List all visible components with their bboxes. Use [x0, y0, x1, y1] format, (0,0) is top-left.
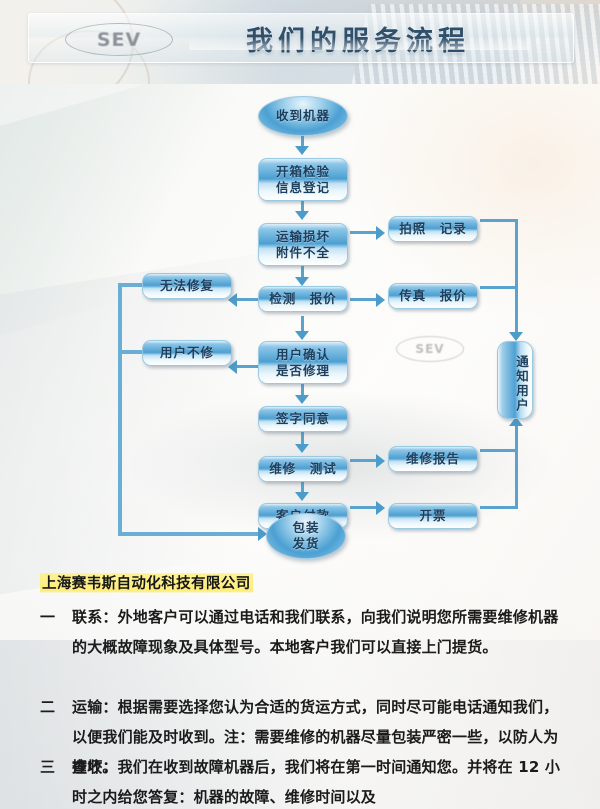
flow-node-unrepairable[interactable]: 无法修复 [142, 273, 232, 299]
flow-node-damage[interactable]: 运输损坏 附件不全 [258, 223, 348, 266]
header-title-bar: SEV 我们的服务流程 [28, 13, 574, 63]
connector-leftbus-to-ship [118, 532, 260, 536]
sev-logo-text: SEV [96, 28, 142, 51]
flow-node-invoice[interactable]: 开票 [388, 503, 478, 529]
arrow-sign-to-repair [295, 444, 309, 453]
page-title: 我们的服务流程 [246, 25, 470, 57]
arrow-confirm-to-sign [295, 395, 309, 404]
arrow-damage-to-inspect [295, 277, 309, 286]
arrow-inspect-to-fax [376, 293, 385, 307]
connector-fax-to-rightbus [480, 286, 518, 289]
term-number-1: 一 [40, 608, 56, 626]
header-banner: SEV 我们的服务流程 [0, 0, 600, 84]
flow-node-receive[interactable]: 收到机器 [258, 96, 348, 136]
connector-rightbus-up [515, 426, 518, 508]
arrow-receive-to-unpack [295, 146, 309, 155]
connector-receive-to-unpack [301, 136, 304, 148]
flow-node-inspect[interactable]: 检测 报价 [258, 286, 348, 312]
service-flowchart: 收到机器 开箱检验 信息登记 运输损坏 附件不全 拍照 记录 检测 报价 传真 … [0, 84, 600, 564]
connector-inspect-to-unrepairable [236, 298, 260, 301]
connector-damage-to-photo [350, 231, 378, 234]
connector-photo-to-rightbus [480, 219, 518, 222]
connector-rightbus-down [515, 219, 518, 336]
arrow-rightbus-to-notify [509, 332, 523, 341]
arrow-inspect-to-confirm [295, 331, 309, 340]
company-name: 上海赛韦斯自动化科技有限公司 [40, 571, 253, 594]
connector-report-to-rightbus [480, 449, 518, 452]
flow-node-norepair[interactable]: 用户不修 [142, 340, 232, 366]
arrow-repair-to-payment [295, 492, 309, 501]
flow-node-report[interactable]: 维修报告 [388, 446, 478, 472]
term-text-3: 查收：我们在收到故障机器后，我们将在第一时间通知您。并将在 12 小时之内给您答… [72, 758, 561, 806]
flow-node-ship[interactable]: 包装 发货 [266, 513, 346, 559]
term-number-3: 三 [40, 758, 56, 776]
flow-node-repair[interactable]: 维修 测试 [258, 456, 348, 482]
term-item-1: 一 联系：外地客户可以通过电话和我们联系，向我们说明您所需要维修机器的大概故障现… [40, 602, 570, 662]
flow-node-unpack[interactable]: 开箱检验 信息登记 [258, 158, 348, 201]
connector-payment-to-invoice [350, 506, 378, 509]
connector-repair-to-report [350, 459, 378, 462]
term-text-1: 联系：外地客户可以通过电话和我们联系，向我们说明您所需要维修机器的大概故障现象及… [72, 608, 559, 656]
arrow-payment-to-invoice [376, 501, 385, 515]
flow-node-confirm[interactable]: 用户确认 是否修理 [258, 341, 348, 384]
flow-node-sign[interactable]: 签字同意 [258, 406, 348, 432]
arrow-unpack-to-damage [295, 211, 309, 220]
flow-node-photo[interactable]: 拍照 记录 [388, 216, 478, 242]
connector-invoice-to-rightbus [480, 506, 518, 509]
flow-node-notify-user[interactable]: 通知用户 [497, 341, 533, 419]
arrow-repair-to-report [376, 454, 385, 468]
sev-logo-icon: SEV [65, 23, 173, 56]
connector-inspect-to-fax [350, 298, 378, 301]
arrow-damage-to-photo [376, 226, 385, 240]
connector-confirm-to-norepair [236, 365, 260, 368]
term-item-3: 三 查收：我们在收到故障机器后，我们将在第一时间通知您。并将在 12 小时之内给… [40, 752, 570, 809]
connector-leftbus-vertical [118, 283, 122, 535]
flow-node-fax[interactable]: 传真 报价 [388, 283, 478, 309]
